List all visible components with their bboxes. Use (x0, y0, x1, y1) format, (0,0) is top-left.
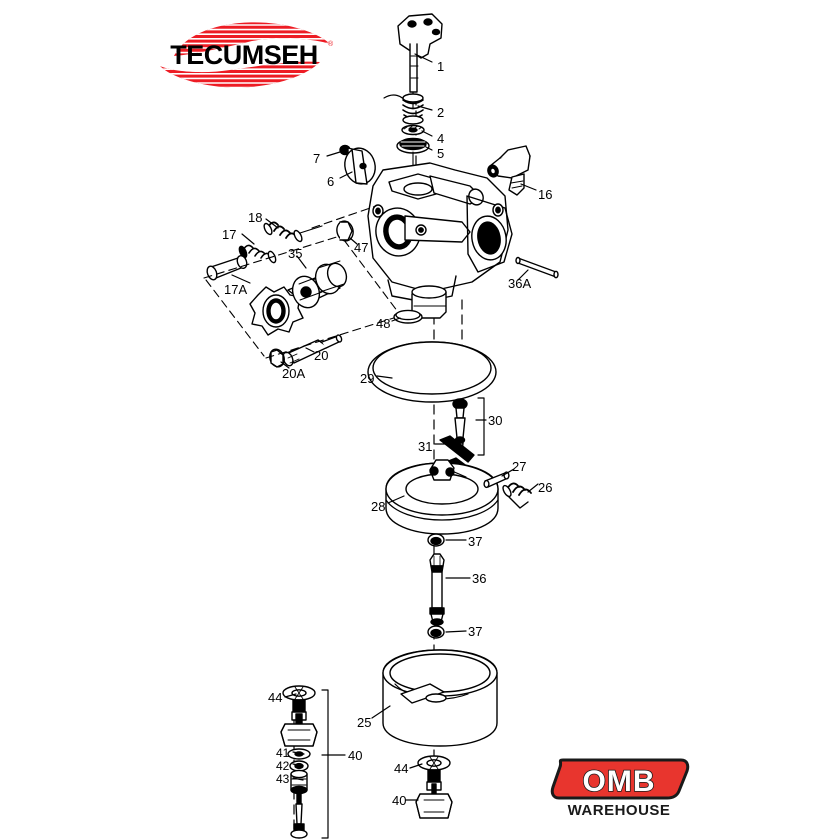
callout-25: 25 (357, 715, 371, 730)
part-idle-adjust-knob (249, 260, 348, 336)
omb-warehouse-logo: OMB WAREHOUSE (549, 757, 691, 819)
callout-16: 16 (538, 187, 552, 202)
callout-43: 43 (276, 772, 290, 786)
callout-4: 4 (437, 131, 444, 146)
callout-labels: 1 2 4 5 6 7 16 17 17A 18 20 20A 25 26 27… (222, 59, 552, 808)
callout-47: 47 (354, 240, 368, 255)
omb-secondary-text: WAREHOUSE (568, 802, 671, 819)
callout-44-upper: 44 (268, 690, 282, 705)
callout-41: 41 (276, 746, 290, 760)
part-nozzle-pin (515, 256, 559, 279)
callout-42: 42 (276, 759, 290, 773)
callout-18: 18 (248, 210, 262, 225)
callout-40-nut: 40 (392, 793, 406, 808)
callout-36: 36 (472, 571, 486, 586)
part-throttle-washer (401, 124, 425, 136)
callout-leader-lines (231, 53, 539, 801)
part-throttle-shaft (397, 13, 443, 109)
part-choke-plate (344, 147, 376, 185)
part-float-bowl (382, 649, 498, 747)
callout-36A: 36A (508, 276, 531, 291)
callout-37-upper: 37 (468, 534, 482, 549)
callout-35: 35 (288, 246, 302, 261)
omb-primary-text: OMB (583, 765, 656, 798)
callout-44-lower: 44 (394, 761, 408, 776)
callout-30: 30 (488, 413, 502, 428)
callout-40-drain: 40 (348, 748, 362, 763)
part-fuel-inlet-fitting (487, 145, 531, 196)
callout-48: 48 (376, 316, 390, 331)
part-welch-plug (336, 220, 354, 242)
part-bowl-nut-gasket-lower (417, 755, 451, 771)
callout-26: 26 (538, 480, 552, 495)
part-bowl-o-ring (367, 341, 497, 403)
part-bowl-retaining-nut (415, 769, 453, 819)
callout-20A: 20A (282, 366, 305, 381)
callout-28: 28 (371, 499, 385, 514)
part-bowl-nut-gasket-upper (282, 685, 316, 701)
callout-17: 17 (222, 227, 236, 242)
tecumseh-wordmark: TECUMSEH (170, 40, 318, 70)
callout-2: 2 (437, 105, 444, 120)
callout-29: 29 (360, 371, 374, 386)
part-idle-speed-spring (263, 221, 323, 243)
tecumseh-brand-logo: TECUMSEH ® (152, 22, 336, 88)
part-main-nozzle (429, 553, 445, 626)
callout-1: 1 (437, 59, 444, 74)
callout-37-lower: 37 (468, 624, 482, 639)
callout-7: 7 (313, 151, 320, 166)
part-float-spring-clip (502, 482, 532, 509)
registered-trademark-icon: ® (328, 40, 334, 48)
part-idle-sleeve (206, 255, 248, 281)
callout-17A: 17A (224, 282, 247, 297)
part-float (385, 459, 499, 535)
part-carburetor-body (367, 162, 513, 319)
callout-31: 31 (418, 439, 432, 454)
assembly-guide-lines (203, 205, 401, 359)
callout-6: 6 (327, 174, 334, 189)
callout-5: 5 (437, 146, 444, 161)
part-bowl-seat-washer (393, 309, 423, 324)
part-throttle-seal (396, 137, 430, 171)
callout-20: 20 (314, 348, 328, 363)
part-nozzle-o-ring-upper (427, 533, 445, 547)
part-throttle-spring (383, 93, 424, 125)
part-nozzle-o-ring-lower (427, 625, 445, 639)
omb-badge (550, 758, 690, 800)
part-bowl-drain-assembly (280, 689, 329, 839)
callout-27: 27 (512, 459, 526, 474)
